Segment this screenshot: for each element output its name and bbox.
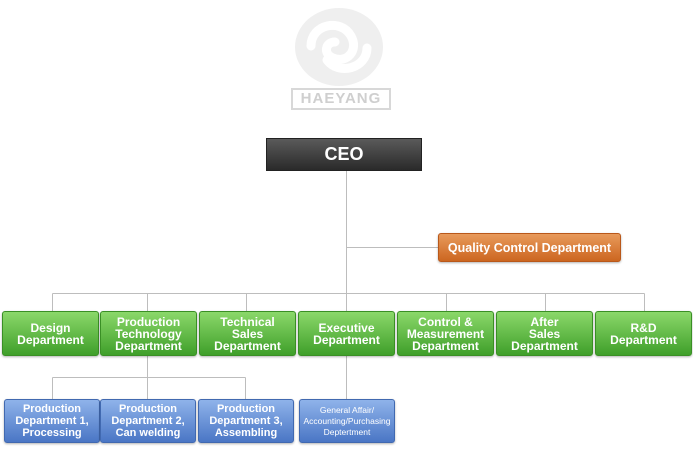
quality-control-box: Quality Control Department bbox=[438, 233, 621, 262]
subdepartment-production-3: Production Department 3, Assembling bbox=[198, 399, 294, 443]
department-after-sales: After Sales Department bbox=[496, 311, 593, 356]
subdepartment-label: Production Department 1, Processing bbox=[15, 403, 89, 439]
department-design: Design Department bbox=[2, 311, 99, 356]
department-executive: Executive Department bbox=[298, 311, 395, 356]
department-label: Control & Measurement Department bbox=[406, 314, 485, 353]
department-label: Executive Department bbox=[313, 320, 380, 347]
department-control-measurement: Control & Measurement Department bbox=[397, 311, 494, 356]
logo-wordmark: HAEYANG bbox=[291, 88, 391, 110]
department-label: Production Technology Department bbox=[115, 314, 182, 353]
ceo-box: CEO bbox=[266, 138, 422, 171]
subdepartment-label: Production Department 3, Assembling bbox=[209, 403, 283, 439]
company-logo: HAEYANG bbox=[285, 6, 397, 114]
ceo-label: CEO bbox=[324, 144, 364, 164]
subdepartment-label: Production Department 2, Can welding bbox=[111, 403, 185, 439]
department-label: R&D Department bbox=[610, 320, 677, 347]
subdepartment-label: General Affair/ Accounting/Purchasing De… bbox=[303, 404, 391, 437]
department-production-technology: Production Technology Department bbox=[100, 311, 197, 356]
quality-control-label: Quality Control Department bbox=[447, 240, 612, 255]
department-label: After Sales Department bbox=[511, 314, 578, 353]
subdepartment-production-2: Production Department 2, Can welding bbox=[100, 399, 196, 443]
department-label: Design Department bbox=[17, 320, 84, 347]
logo-emblem-icon bbox=[295, 8, 383, 86]
department-label: Technical Sales Department bbox=[214, 314, 281, 353]
subdepartment-production-1: Production Department 1, Processing bbox=[4, 399, 100, 443]
department-rnd: R&D Department bbox=[595, 311, 692, 356]
department-technical-sales: Technical Sales Department bbox=[199, 311, 296, 356]
subdepartment-general-affair: General Affair/ Accounting/Purchasing De… bbox=[299, 399, 395, 443]
